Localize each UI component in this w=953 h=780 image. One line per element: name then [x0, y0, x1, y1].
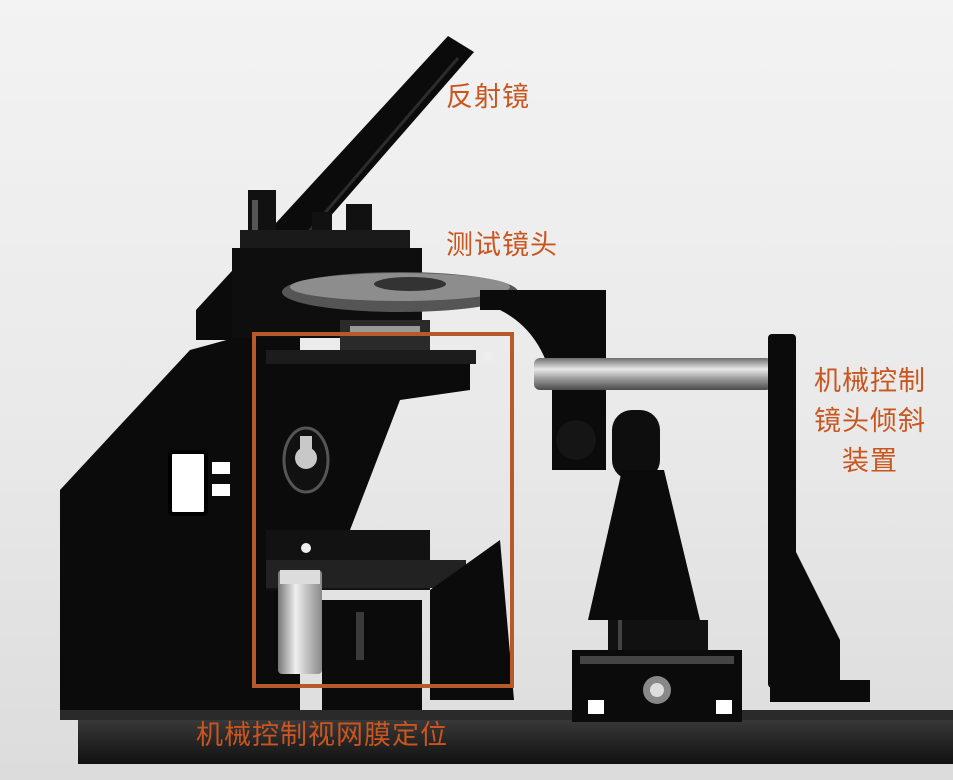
label-retina-positioning: 机械控制视网膜定位: [196, 720, 448, 751]
base-plate-top: [60, 710, 953, 720]
side-connector: [168, 450, 208, 516]
label-test-lens: 测试镜头: [446, 230, 558, 261]
label-mirror: 反射镜: [446, 82, 530, 113]
guide-rod: [534, 358, 772, 390]
lower-cylinder: [322, 600, 422, 710]
label-tilt-device-line-3: 装置: [842, 446, 898, 477]
label-tilt-device-line-2: 镜头倾斜: [814, 406, 926, 437]
base-plate: [78, 718, 953, 764]
label-tilt-device: 机械控制 镜头倾斜 装置: [800, 362, 940, 482]
tilt-column: [612, 410, 660, 480]
metal-cylinder: [278, 570, 322, 674]
highlight-box: [252, 332, 514, 688]
label-tilt-device-line-1: 机械控制: [814, 366, 926, 397]
